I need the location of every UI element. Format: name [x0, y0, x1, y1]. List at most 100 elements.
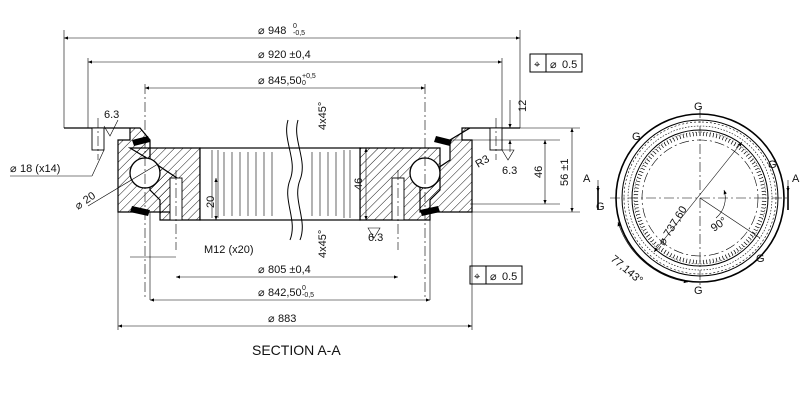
dim-737: 737,60	[662, 204, 690, 239]
svg-text:-0,5: -0,5	[302, 292, 314, 299]
section-title: SECTION A-A	[252, 342, 341, 358]
gear-tooth	[653, 151, 657, 155]
gear-tooth	[736, 144, 740, 149]
gear-tooth	[749, 158, 754, 162]
svg-text:0: 0	[302, 285, 306, 292]
dim-805: 805 ±0,4	[268, 264, 311, 276]
dim-holes: 18 (x14)	[20, 163, 60, 175]
gear-tooth	[666, 251, 670, 256]
gear-tooth	[709, 259, 711, 264]
dim-842: 842,50	[268, 287, 302, 299]
gear-tooth	[650, 239, 655, 243]
gear-tooth	[648, 156, 653, 160]
chamfer-bottom: 4x45°	[317, 230, 329, 258]
svg-text:0.5: 0.5	[502, 271, 517, 283]
gear-tooth	[663, 249, 667, 254]
radius-r3: R3	[474, 153, 492, 170]
gear-tooth	[738, 245, 742, 250]
gear-tooth	[747, 156, 752, 160]
gear-tooth	[753, 164, 758, 168]
gear-tooth	[736, 247, 740, 252]
g-label-top: G	[694, 101, 703, 113]
svg-text:0: 0	[293, 23, 297, 30]
gear-tooth	[751, 231, 756, 235]
dim-883: 883	[278, 313, 296, 325]
gear-tooth	[758, 177, 763, 180]
gear-tooth	[712, 258, 715, 263]
gear-tooth	[724, 137, 728, 142]
gear-tooth	[747, 236, 752, 240]
svg-text:6.3: 6.3	[104, 109, 119, 121]
plan-view	[596, 108, 790, 288]
gear-tooth	[642, 164, 647, 168]
gear-tooth	[727, 139, 731, 143]
plan-gear-teeth	[634, 132, 766, 264]
gear-tooth	[658, 146, 662, 151]
gear-tooth	[635, 210, 640, 213]
gear-tooth	[669, 253, 673, 257]
gear-teeth	[211, 150, 351, 218]
dim-845: 845,50	[268, 75, 302, 87]
svg-text:-0,5: -0,5	[293, 30, 305, 37]
gear-tooth	[644, 231, 649, 235]
gear-tooth	[745, 239, 750, 243]
gear-tooth	[712, 133, 715, 138]
gear-tooth	[637, 177, 642, 180]
gear-tooth	[641, 225, 645, 229]
gear-tooth	[715, 257, 718, 262]
svg-text:⌀: ⌀	[10, 163, 17, 175]
gear-tooth	[758, 216, 763, 219]
gear-tooth	[658, 245, 662, 250]
gear-tooth	[636, 213, 641, 216]
g-label-left: G	[596, 201, 605, 213]
surface-roughness-icon: 6.3 6.3 6.3	[103, 109, 517, 244]
gear-tooth	[636, 180, 641, 183]
svg-text:⌀: ⌀	[490, 271, 497, 283]
svg-text:0.5: 0.5	[562, 59, 577, 71]
gear-tooth	[635, 183, 640, 186]
gear-tooth	[639, 222, 644, 226]
gear-tooth	[721, 136, 724, 141]
svg-text:⌀: ⌀	[268, 313, 275, 325]
gear-tooth	[721, 255, 724, 260]
gear-tooth	[689, 132, 691, 137]
section-view	[10, 30, 580, 330]
svg-text:+0,5: +0,5	[302, 73, 316, 80]
gear-tooth	[751, 161, 756, 165]
gear-tooth	[724, 254, 728, 259]
gear-tooth	[655, 243, 659, 248]
svg-text:6.3: 6.3	[502, 165, 517, 177]
svg-text:0: 0	[302, 80, 306, 87]
svg-text:6.3: 6.3	[368, 232, 383, 244]
gear-tooth	[660, 144, 664, 149]
position-tolerance-frame-top: ⌖ ⌀ 0.5	[529, 53, 583, 73]
gear-tooth	[756, 170, 761, 174]
gear-tooth	[756, 222, 761, 226]
gear-tooth	[682, 257, 685, 262]
g-label-bottom-right: G	[756, 253, 765, 265]
gear-tooth	[672, 254, 676, 259]
dim-12: 12	[517, 100, 529, 112]
g-label-top-left: G	[632, 131, 641, 143]
gear-tooth	[730, 251, 734, 256]
gear-tooth	[741, 243, 745, 248]
gear-tooth	[679, 256, 682, 261]
gear-tooth	[755, 167, 759, 171]
gear-tooth	[760, 183, 765, 186]
gear-tooth	[634, 187, 639, 189]
gear-tooth	[759, 213, 764, 216]
dim-46-right: 46	[533, 166, 545, 178]
dim-920: 920 ±0,4	[268, 49, 311, 61]
gear-tooth	[676, 255, 679, 260]
gear-tooth	[641, 167, 645, 171]
gear-tooth	[759, 180, 764, 183]
gear-tooth	[638, 174, 643, 177]
dim-948: 948	[268, 25, 286, 37]
gear-tooth	[718, 256, 721, 261]
gear-tooth	[757, 219, 762, 222]
gear-tooth	[749, 234, 754, 238]
gear-tooth	[676, 136, 679, 141]
dim-56: 56 ±1	[559, 159, 571, 186]
gear-tooth	[760, 210, 765, 213]
svg-text:⌀: ⌀	[258, 287, 265, 299]
